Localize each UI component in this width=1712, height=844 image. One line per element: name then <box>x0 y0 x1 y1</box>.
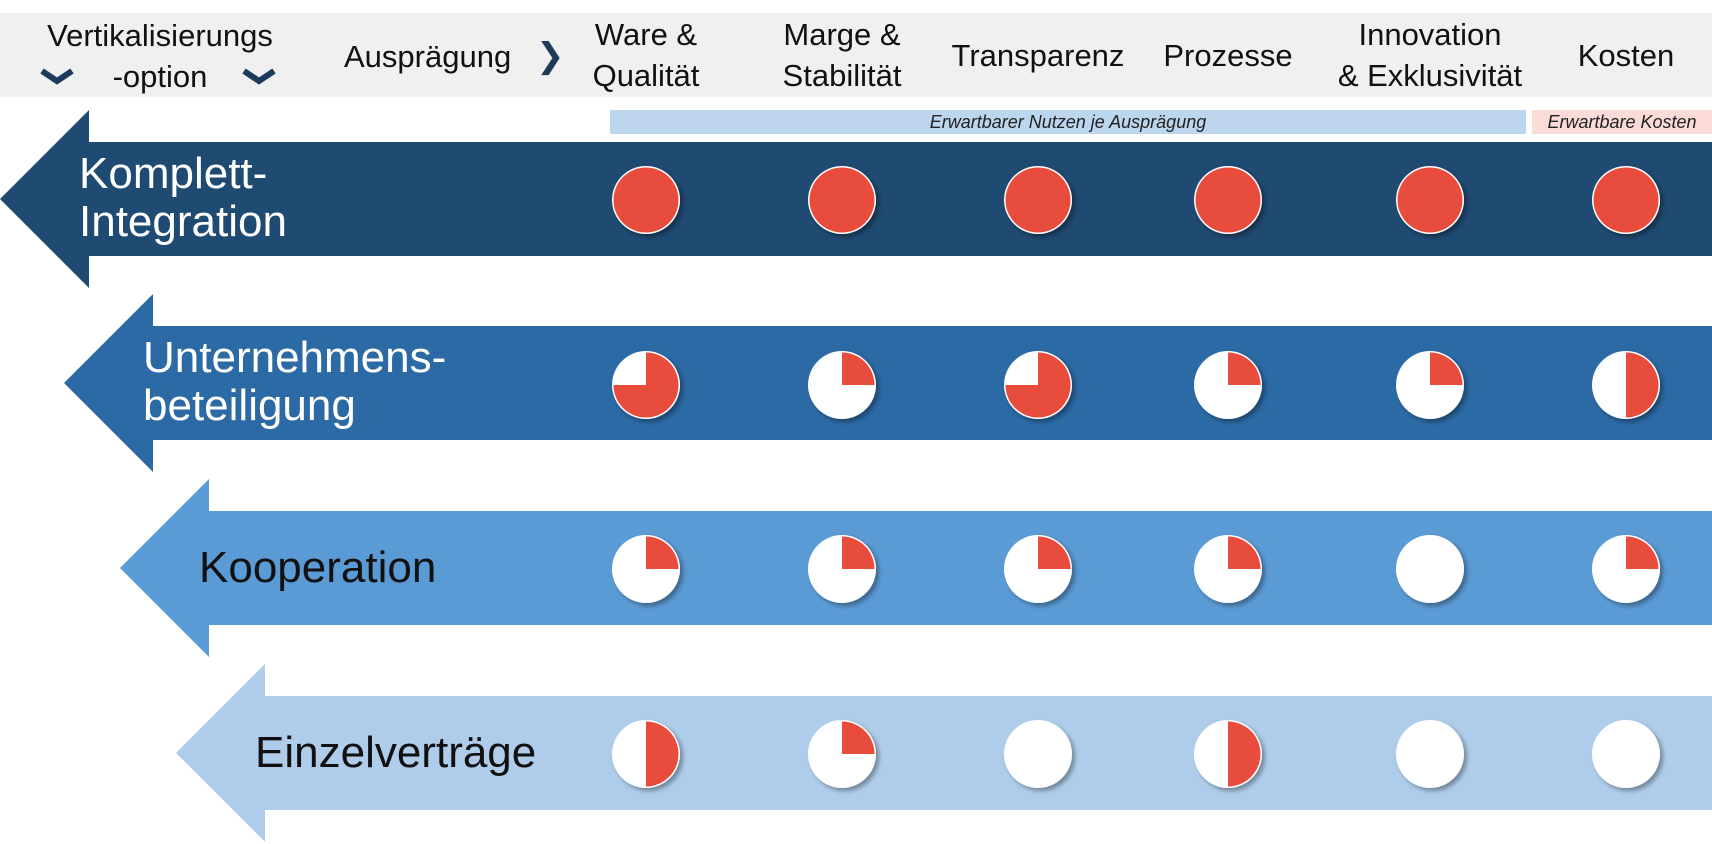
harvey-ball-fill <box>1626 352 1659 418</box>
harvey-ball-fill <box>1038 536 1071 569</box>
harvey-ball <box>1002 533 1074 605</box>
column-header-line2: & Exklusivität <box>1337 58 1523 93</box>
row-label: Einzelverträge <box>255 729 536 777</box>
option-row: Unternehmens-beteiligung <box>0 294 1712 474</box>
column-header: Innovation & Exklusivität <box>1320 13 1540 97</box>
harvey-ball <box>1002 349 1074 421</box>
harvey-ball <box>1192 164 1264 236</box>
benefit-band: Erwartbarer Nutzen je Ausprägung <box>610 110 1526 134</box>
row-arrow <box>64 294 1712 472</box>
harvey-ball <box>1590 349 1662 421</box>
harvey-ball <box>806 164 878 236</box>
column-header: Prozesse <box>1150 13 1306 97</box>
harvey-ball-fill <box>1228 536 1261 569</box>
harvey-ball-base <box>1004 720 1072 788</box>
column-header-line1: Kosten <box>1577 37 1675 73</box>
harvey-ball <box>806 349 878 421</box>
column-header: Marge & Stabilität <box>762 13 922 97</box>
harvey-ball <box>806 718 878 790</box>
column-header: Transparenz <box>940 13 1136 97</box>
auspraegung-header: Ausprägung <box>344 36 511 77</box>
cost-band: Erwartbare Kosten <box>1532 110 1712 134</box>
row-label-line1: Kooperation <box>199 543 437 592</box>
row-arrow-shape <box>176 664 1712 842</box>
harvey-ball <box>1394 349 1466 421</box>
column-header: Kosten <box>1546 13 1706 97</box>
row-arrow-shape <box>64 294 1712 472</box>
row-label: Kooperation <box>199 544 436 592</box>
harvey-ball <box>1590 718 1662 790</box>
harvey-ball <box>1002 718 1074 790</box>
harvey-ball-fill <box>1005 352 1071 418</box>
harvey-ball <box>610 718 682 790</box>
harvey-ball <box>610 164 682 236</box>
harvey-ball <box>1002 164 1074 236</box>
column-header-line1: Prozesse <box>1163 37 1293 73</box>
chevron-right-glyph: ❯ <box>536 37 565 75</box>
row-label-line2: beteiligung <box>143 381 356 430</box>
harvey-ball-fill <box>613 167 679 233</box>
harvey-ball <box>1394 533 1466 605</box>
row-arrow <box>176 664 1712 842</box>
column-header-line1: Innovation <box>1358 17 1502 52</box>
column-header-line1: Ware & <box>594 17 698 52</box>
harvey-ball-fill <box>613 352 679 418</box>
harvey-ball-fill <box>1397 167 1463 233</box>
harvey-ball <box>806 533 878 605</box>
harvey-ball <box>1394 164 1466 236</box>
harvey-ball <box>1590 164 1662 236</box>
column-header-line2: Stabilität <box>782 58 902 93</box>
harvey-ball-fill <box>1195 167 1261 233</box>
row-label-line1: Unternehmens- <box>143 333 447 382</box>
option-row: Einzelverträge <box>0 664 1712 844</box>
harvey-ball-fill <box>1005 167 1071 233</box>
column-header-line1: Transparenz <box>951 37 1125 73</box>
row-label-line2: Integration <box>79 197 287 246</box>
chevron-down-icon <box>242 68 276 86</box>
harvey-ball-fill <box>842 536 875 569</box>
harvey-ball-fill <box>1626 536 1659 569</box>
chevron-down-icon <box>40 68 74 86</box>
header-bar <box>0 13 1712 97</box>
option-header-line2: -option <box>112 59 208 94</box>
harvey-ball-fill <box>646 721 679 787</box>
option-header-line1: Vertikalisierungs <box>47 18 273 53</box>
row-label: Unternehmens-beteiligung <box>143 334 446 430</box>
harvey-ball-fill <box>1228 352 1261 385</box>
harvey-ball <box>1192 533 1264 605</box>
column-header-line1: Marge & <box>783 17 901 52</box>
column-header: Ware & Qualität <box>566 13 726 97</box>
harvey-ball-fill <box>1430 352 1463 385</box>
harvey-ball <box>610 533 682 605</box>
harvey-ball <box>1394 718 1466 790</box>
option-row: Kooperation <box>0 479 1712 659</box>
harvey-ball-fill <box>646 536 679 569</box>
harvey-ball <box>1192 718 1264 790</box>
harvey-ball-base <box>1396 720 1464 788</box>
harvey-ball <box>1192 349 1264 421</box>
harvey-ball-base <box>1592 720 1660 788</box>
harvey-ball-fill <box>1593 167 1659 233</box>
chevron-right-icon: ❯ <box>536 36 565 77</box>
auspraegung-label: Ausprägung <box>344 39 512 74</box>
harvey-ball-fill <box>842 721 875 754</box>
harvey-ball <box>610 349 682 421</box>
harvey-ball <box>1590 533 1662 605</box>
row-label-line1: Komplett- <box>79 149 268 198</box>
option-header: Vertikalisierungs -option <box>30 15 290 97</box>
row-arrow <box>120 479 1712 657</box>
row-arrow-shape <box>120 479 1712 657</box>
column-header-line2: Qualität <box>592 58 700 93</box>
row-label: Komplett-Integration <box>79 150 287 246</box>
harvey-ball-base <box>1396 535 1464 603</box>
harvey-ball-fill <box>842 352 875 385</box>
row-label-line1: Einzelverträge <box>255 728 537 777</box>
harvey-ball-fill <box>809 167 875 233</box>
harvey-ball-fill <box>1228 721 1261 787</box>
